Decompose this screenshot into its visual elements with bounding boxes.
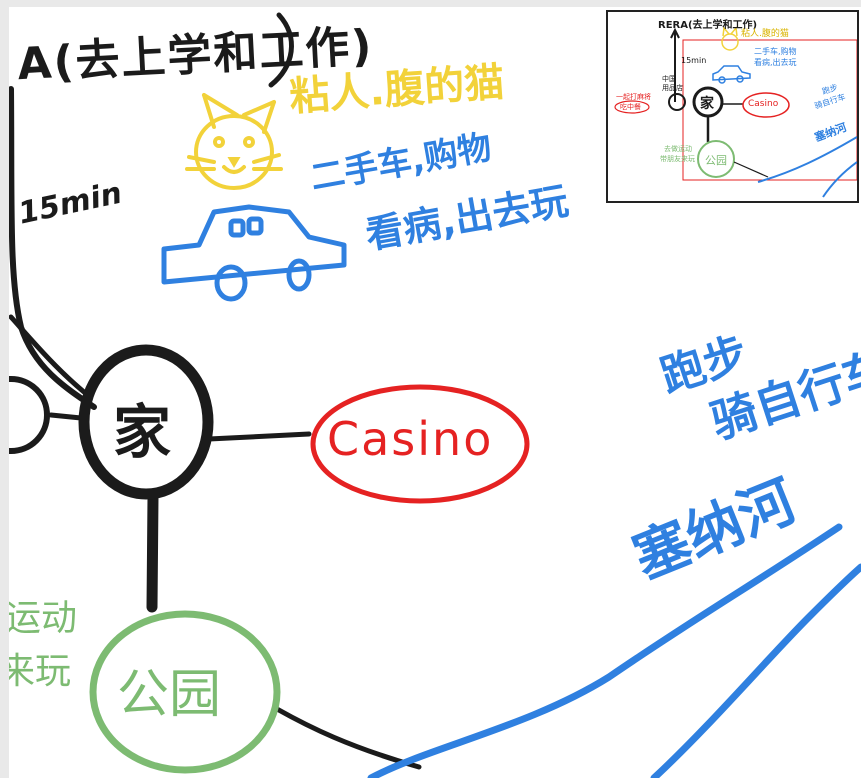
minimap-park-node (697, 140, 735, 178)
home-label: 家 (113, 398, 172, 466)
minimap-overview[interactable]: RERA(去上学和工作) 15min 粘人.腹的猫 二手车,购物 看病,出去玩 … (606, 10, 859, 203)
minimap-red-note-line1: 一起打麻将 (616, 93, 651, 101)
minimap-viewport-frame[interactable] (682, 39, 857, 181)
minimap-car-label-line1: 二手车,购物 (754, 47, 797, 56)
minimap-red-note-line2: 吃中餐 (620, 103, 641, 111)
minimap-minutes-label: 15min (681, 56, 707, 65)
park-label: 公园 (117, 665, 222, 725)
minimap-river-lower (822, 161, 857, 198)
river-bank-upper (367, 523, 843, 778)
minimap-green-note-line1: 去做运动 (664, 145, 692, 153)
casino-label: Casino (327, 412, 494, 466)
exercise-label-line2: 来玩 (9, 651, 72, 692)
minimap-river-upper (757, 136, 857, 183)
minimap-casino-label: Casino (748, 99, 779, 109)
title-closing-paren (268, 12, 294, 88)
car-icon (161, 204, 347, 302)
minimap-car-label-line2: 看病,出去玩 (754, 58, 797, 67)
casino-node[interactable] (310, 384, 530, 504)
minimap-red-note-circle (614, 100, 650, 114)
line-park-to-river (274, 706, 422, 770)
minimap-china-label-line2: 用品店 (662, 84, 683, 92)
left-bracket-line (9, 314, 87, 395)
minimap-drawing (614, 26, 857, 198)
exercise-label-line1: 运动 (9, 598, 78, 639)
route-line-to-rera (9, 86, 97, 410)
left-partial-node[interactable] (9, 376, 50, 454)
minimap-park-label: 公园 (705, 154, 727, 167)
minimap-casino-node (742, 92, 790, 118)
minimap-home-label: 家 (700, 96, 714, 112)
minimap-china-label-line1: 中国 (662, 75, 676, 83)
line-home-to-park (146, 491, 159, 613)
river-bank-lower (650, 563, 861, 778)
minimap-green-note-line2: 带朋友来玩 (660, 155, 695, 163)
home-node[interactable] (78, 344, 214, 500)
cat-icon (185, 93, 283, 190)
minimap-car-icon (712, 65, 751, 84)
park-node[interactable] (89, 610, 281, 774)
minimap-cat-icon (721, 26, 739, 51)
mindmap-drawing (9, 12, 861, 778)
minimap-title: RERA(去上学和工作) (658, 20, 758, 31)
minimap-cat-label: 粘人.腹的猫 (741, 29, 789, 39)
line-left-to-home (48, 412, 84, 421)
line-home-to-casino (206, 431, 312, 442)
minimap-left-node (668, 93, 686, 111)
